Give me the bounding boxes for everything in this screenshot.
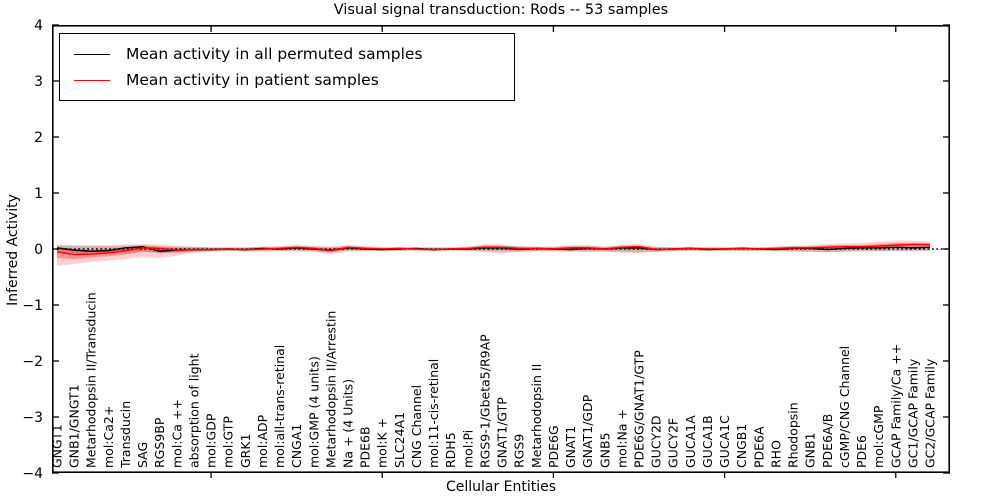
x-category-label: RGS9BP <box>152 417 167 468</box>
svg-text:4: 4 <box>34 18 43 34</box>
x-category-label: PDE6A/B <box>820 414 835 468</box>
x-category-label: mol:cGMP <box>871 405 886 468</box>
x-category-label: mol:GMP (4 units) <box>306 356 321 468</box>
svg-text:−2: −2 <box>22 354 43 370</box>
x-category-label: SLC24A1 <box>392 412 407 468</box>
x-category-label: GNB1 <box>803 432 818 468</box>
x-category-label: mol:11-cis-retinal <box>426 359 441 468</box>
x-category-label: mol:Ca ++ <box>169 399 184 468</box>
x-category-label: GCAP Family/Ca ++ <box>888 344 903 468</box>
x-category-label: mol:ADP <box>255 414 270 468</box>
x-category-label: Metarhodopsin II/Transducin <box>84 292 99 468</box>
svg-text:0: 0 <box>34 242 43 258</box>
svg-text:3: 3 <box>34 74 43 90</box>
x-category-label: absorption of light <box>186 353 201 468</box>
x-category-label: PDE6B <box>358 426 373 468</box>
x-category-label: GUCA1A <box>683 415 698 468</box>
x-category-label: CNGB1 <box>734 424 749 468</box>
x-category-label: GUCA1C <box>717 415 732 468</box>
x-category-label: GC1/GCAP Family <box>905 358 920 468</box>
x-category-label: GC2/GCAP Family <box>923 358 938 468</box>
x-category-label: RGS9-1/Gbeta5/R9AP <box>477 334 492 468</box>
x-category-label: mol:GDP <box>204 413 219 468</box>
x-category-label: GNB5 <box>597 432 612 468</box>
x-category-label: RGS9 <box>512 434 527 468</box>
x-category-label: PDE6A <box>751 426 766 468</box>
x-category-label: mol:all-trans-retinal <box>272 345 287 468</box>
x-category-label: SAG <box>135 442 150 468</box>
x-category-label: mol:K + <box>375 418 390 468</box>
x-category-label: PDE6G <box>546 425 561 468</box>
chart-title: Visual signal transduction: Rods -- 53 s… <box>333 2 669 18</box>
x-category-label: Transducin <box>118 401 133 469</box>
svg-text:−3: −3 <box>22 410 43 426</box>
legend: Mean activity in all permuted samples Me… <box>59 33 515 101</box>
x-axis-label: Cellular Entities <box>445 479 557 495</box>
x-category-label: GUCY2D <box>649 415 664 468</box>
x-category-label: CNGA1 <box>289 424 304 468</box>
x-category-label: mol:GTP <box>221 416 236 468</box>
x-category-label: GRK1 <box>238 433 253 468</box>
x-category-label: RHO <box>768 440 783 468</box>
y-axis-label: Inferred Activity <box>5 194 21 306</box>
svg-text:−1: −1 <box>22 298 43 314</box>
x-category-label: Metarhodopsin II/Arrestin <box>323 311 338 468</box>
legend-label-permuted: Mean activity in all permuted samples <box>126 45 423 63</box>
x-category-label: Metarhodopsin II <box>529 364 544 468</box>
x-category-label: GNB1/GNGT1 <box>67 384 82 468</box>
x-category-label: mol:Pi <box>460 430 475 468</box>
legend-item-patient: Mean activity in patient samples <box>74 67 514 93</box>
x-category-label: PDE6G/GNAT1/GTP <box>632 350 647 468</box>
x-category-label: GUCA1B <box>700 415 715 468</box>
x-category-label: mol:Ca2+ <box>101 406 116 468</box>
x-category-label: GNAT1/GDP <box>580 394 595 468</box>
svg-text:1: 1 <box>34 186 43 202</box>
x-category-label: GNGT1 <box>50 424 65 468</box>
x-category-label: GUCY2F <box>666 418 681 468</box>
svg-text:2: 2 <box>34 130 43 146</box>
x-category-label: mol:Na + <box>614 409 629 468</box>
x-category-label: CNG Channel <box>409 385 424 468</box>
patient-line-swatch <box>74 79 110 81</box>
x-category-label: cGMP/CNG Channel <box>837 346 852 468</box>
permuted-line-swatch <box>74 53 110 55</box>
x-category-label: Rhodopsin <box>786 402 801 468</box>
x-category-label: GNAT1/GTP <box>495 397 510 468</box>
x-category-label: Na + (4 Units) <box>341 379 356 468</box>
legend-label-patient: Mean activity in patient samples <box>126 71 379 89</box>
svg-text:−4: −4 <box>22 466 43 482</box>
legend-item-permuted: Mean activity in all permuted samples <box>74 41 514 67</box>
x-category-label: RDH5 <box>443 432 458 468</box>
x-category-label: GNAT1 <box>563 426 578 468</box>
x-category-label: PDE6 <box>854 435 869 468</box>
